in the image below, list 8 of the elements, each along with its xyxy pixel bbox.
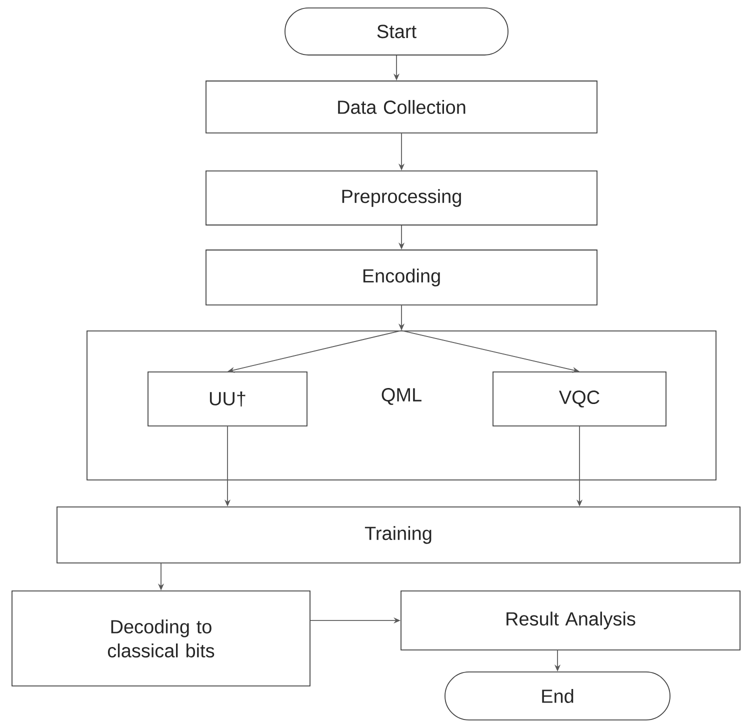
process-box: Training [56,506,740,564]
process-box: Data Collection [206,80,598,134]
process-box: UU† [148,372,308,426]
process-box: Result Analysis [400,590,740,650]
process-box: Preprocessing [206,170,598,226]
process-box: VQC [492,372,666,426]
process-box: Decoding to classical bits [12,590,310,686]
process-box: Encoding [206,250,598,306]
